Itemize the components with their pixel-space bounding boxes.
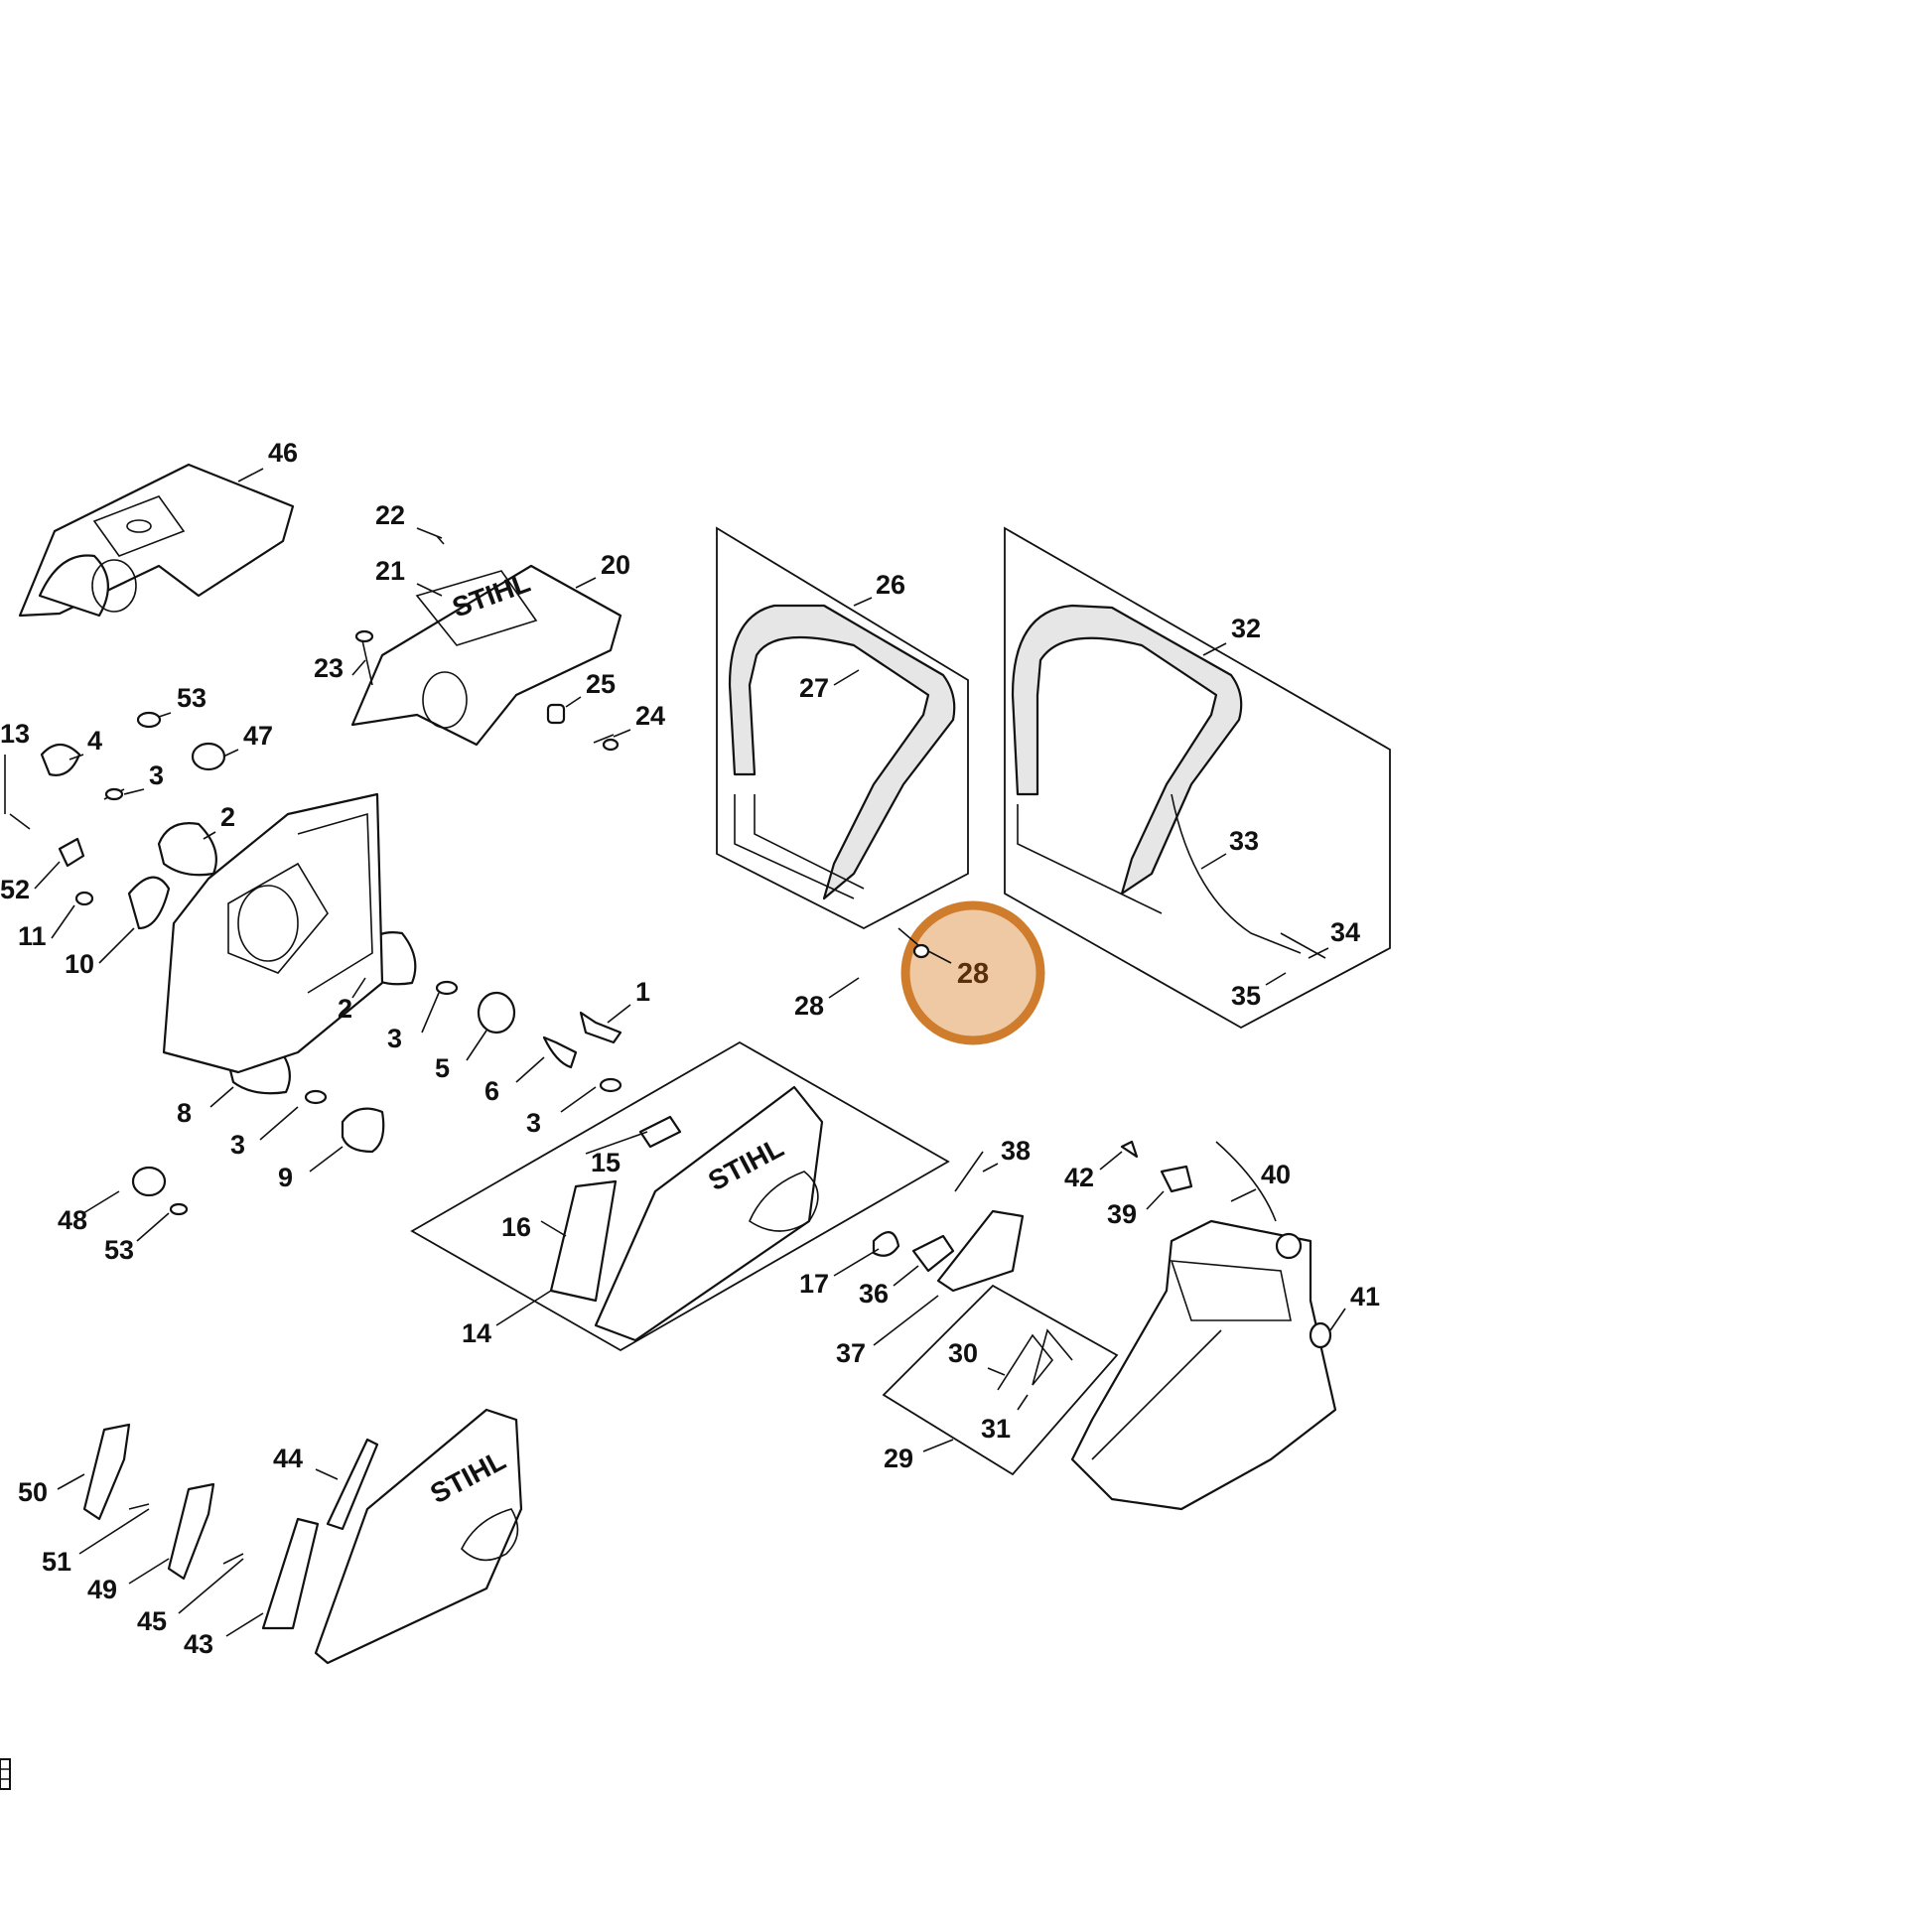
callout: 26 [876, 570, 905, 600]
callout: 8 [177, 1098, 192, 1128]
callout: 52 [0, 875, 30, 904]
callout: 13 [0, 719, 30, 749]
callout: 14 [462, 1318, 491, 1348]
callout: 17 [799, 1269, 829, 1299]
callout: 38 [1001, 1136, 1031, 1166]
callout: 22 [375, 500, 405, 530]
leader-lines [4, 468, 1346, 1637]
callout: 24 [635, 701, 665, 731]
sprocket-cover-lower: STIHL [82, 1408, 523, 1665]
callout: 4 [87, 726, 102, 756]
callout: 47 [243, 721, 273, 751]
callout: 53 [177, 683, 207, 713]
callout: 21 [375, 556, 405, 586]
callout: 43 [184, 1629, 213, 1659]
rear-handle-part [1070, 1140, 1337, 1511]
highlight-label: 28 [957, 958, 989, 990]
callout: 32 [1231, 614, 1261, 643]
callout: 41 [1350, 1282, 1380, 1311]
callout: 27 [799, 673, 829, 703]
callout: 37 [836, 1338, 866, 1368]
callout: 25 [586, 669, 616, 699]
callout: 3 [526, 1108, 541, 1138]
sprocket-cover-14: STIHL [410, 1040, 950, 1352]
callout: 48 [58, 1205, 87, 1235]
small-hardware [9, 535, 622, 1216]
callout: 42 [1064, 1163, 1094, 1192]
callout: 20 [601, 550, 630, 580]
callout: 3 [149, 760, 164, 790]
callout: 35 [1231, 981, 1261, 1011]
callout: 30 [948, 1338, 978, 1368]
callout: 51 [42, 1547, 71, 1577]
callout: 29 [884, 1444, 913, 1473]
callout: 2 [220, 802, 235, 832]
callout: 39 [1107, 1199, 1137, 1229]
handlebar-32 [1004, 526, 1391, 1030]
callout: 33 [1229, 826, 1259, 856]
callout: 36 [859, 1279, 889, 1309]
callout: 3 [230, 1130, 245, 1160]
callout: 44 [273, 1444, 303, 1473]
crankcase-part [162, 792, 384, 1074]
callout: 23 [314, 653, 344, 683]
callout: 15 [591, 1148, 621, 1177]
callout: 46 [268, 438, 298, 468]
callout: 49 [87, 1575, 117, 1604]
callout: 2 [338, 994, 352, 1024]
callout: 10 [65, 949, 94, 979]
callout: 5 [435, 1053, 450, 1083]
callout: 6 [484, 1076, 499, 1106]
callout: 1 [635, 977, 650, 1007]
edge-icon [0, 1758, 11, 1790]
callout: 34 [1330, 917, 1360, 947]
callout: 53 [104, 1235, 134, 1265]
shroud-part: STIHL [350, 564, 622, 747]
callout: 31 [981, 1414, 1011, 1444]
callout: 11 [18, 921, 47, 951]
callout: 9 [278, 1163, 293, 1192]
top-cover-part [18, 463, 295, 618]
callout-labels: 46 22 21 20 23 25 24 53 47 4 3 2 13 52 1… [0, 438, 1380, 1659]
chain-catcher-29 [882, 1284, 1119, 1476]
highlight-marker[interactable]: 28 [897, 900, 1045, 1045]
callout: 28 [794, 991, 824, 1021]
handlebar-26 [716, 526, 969, 930]
callout: 45 [137, 1606, 167, 1636]
callout: 16 [501, 1212, 531, 1242]
callout: 50 [18, 1477, 48, 1507]
callout: 40 [1261, 1160, 1291, 1189]
tensioner-parts [872, 1151, 1025, 1293]
callout: 3 [387, 1024, 402, 1053]
